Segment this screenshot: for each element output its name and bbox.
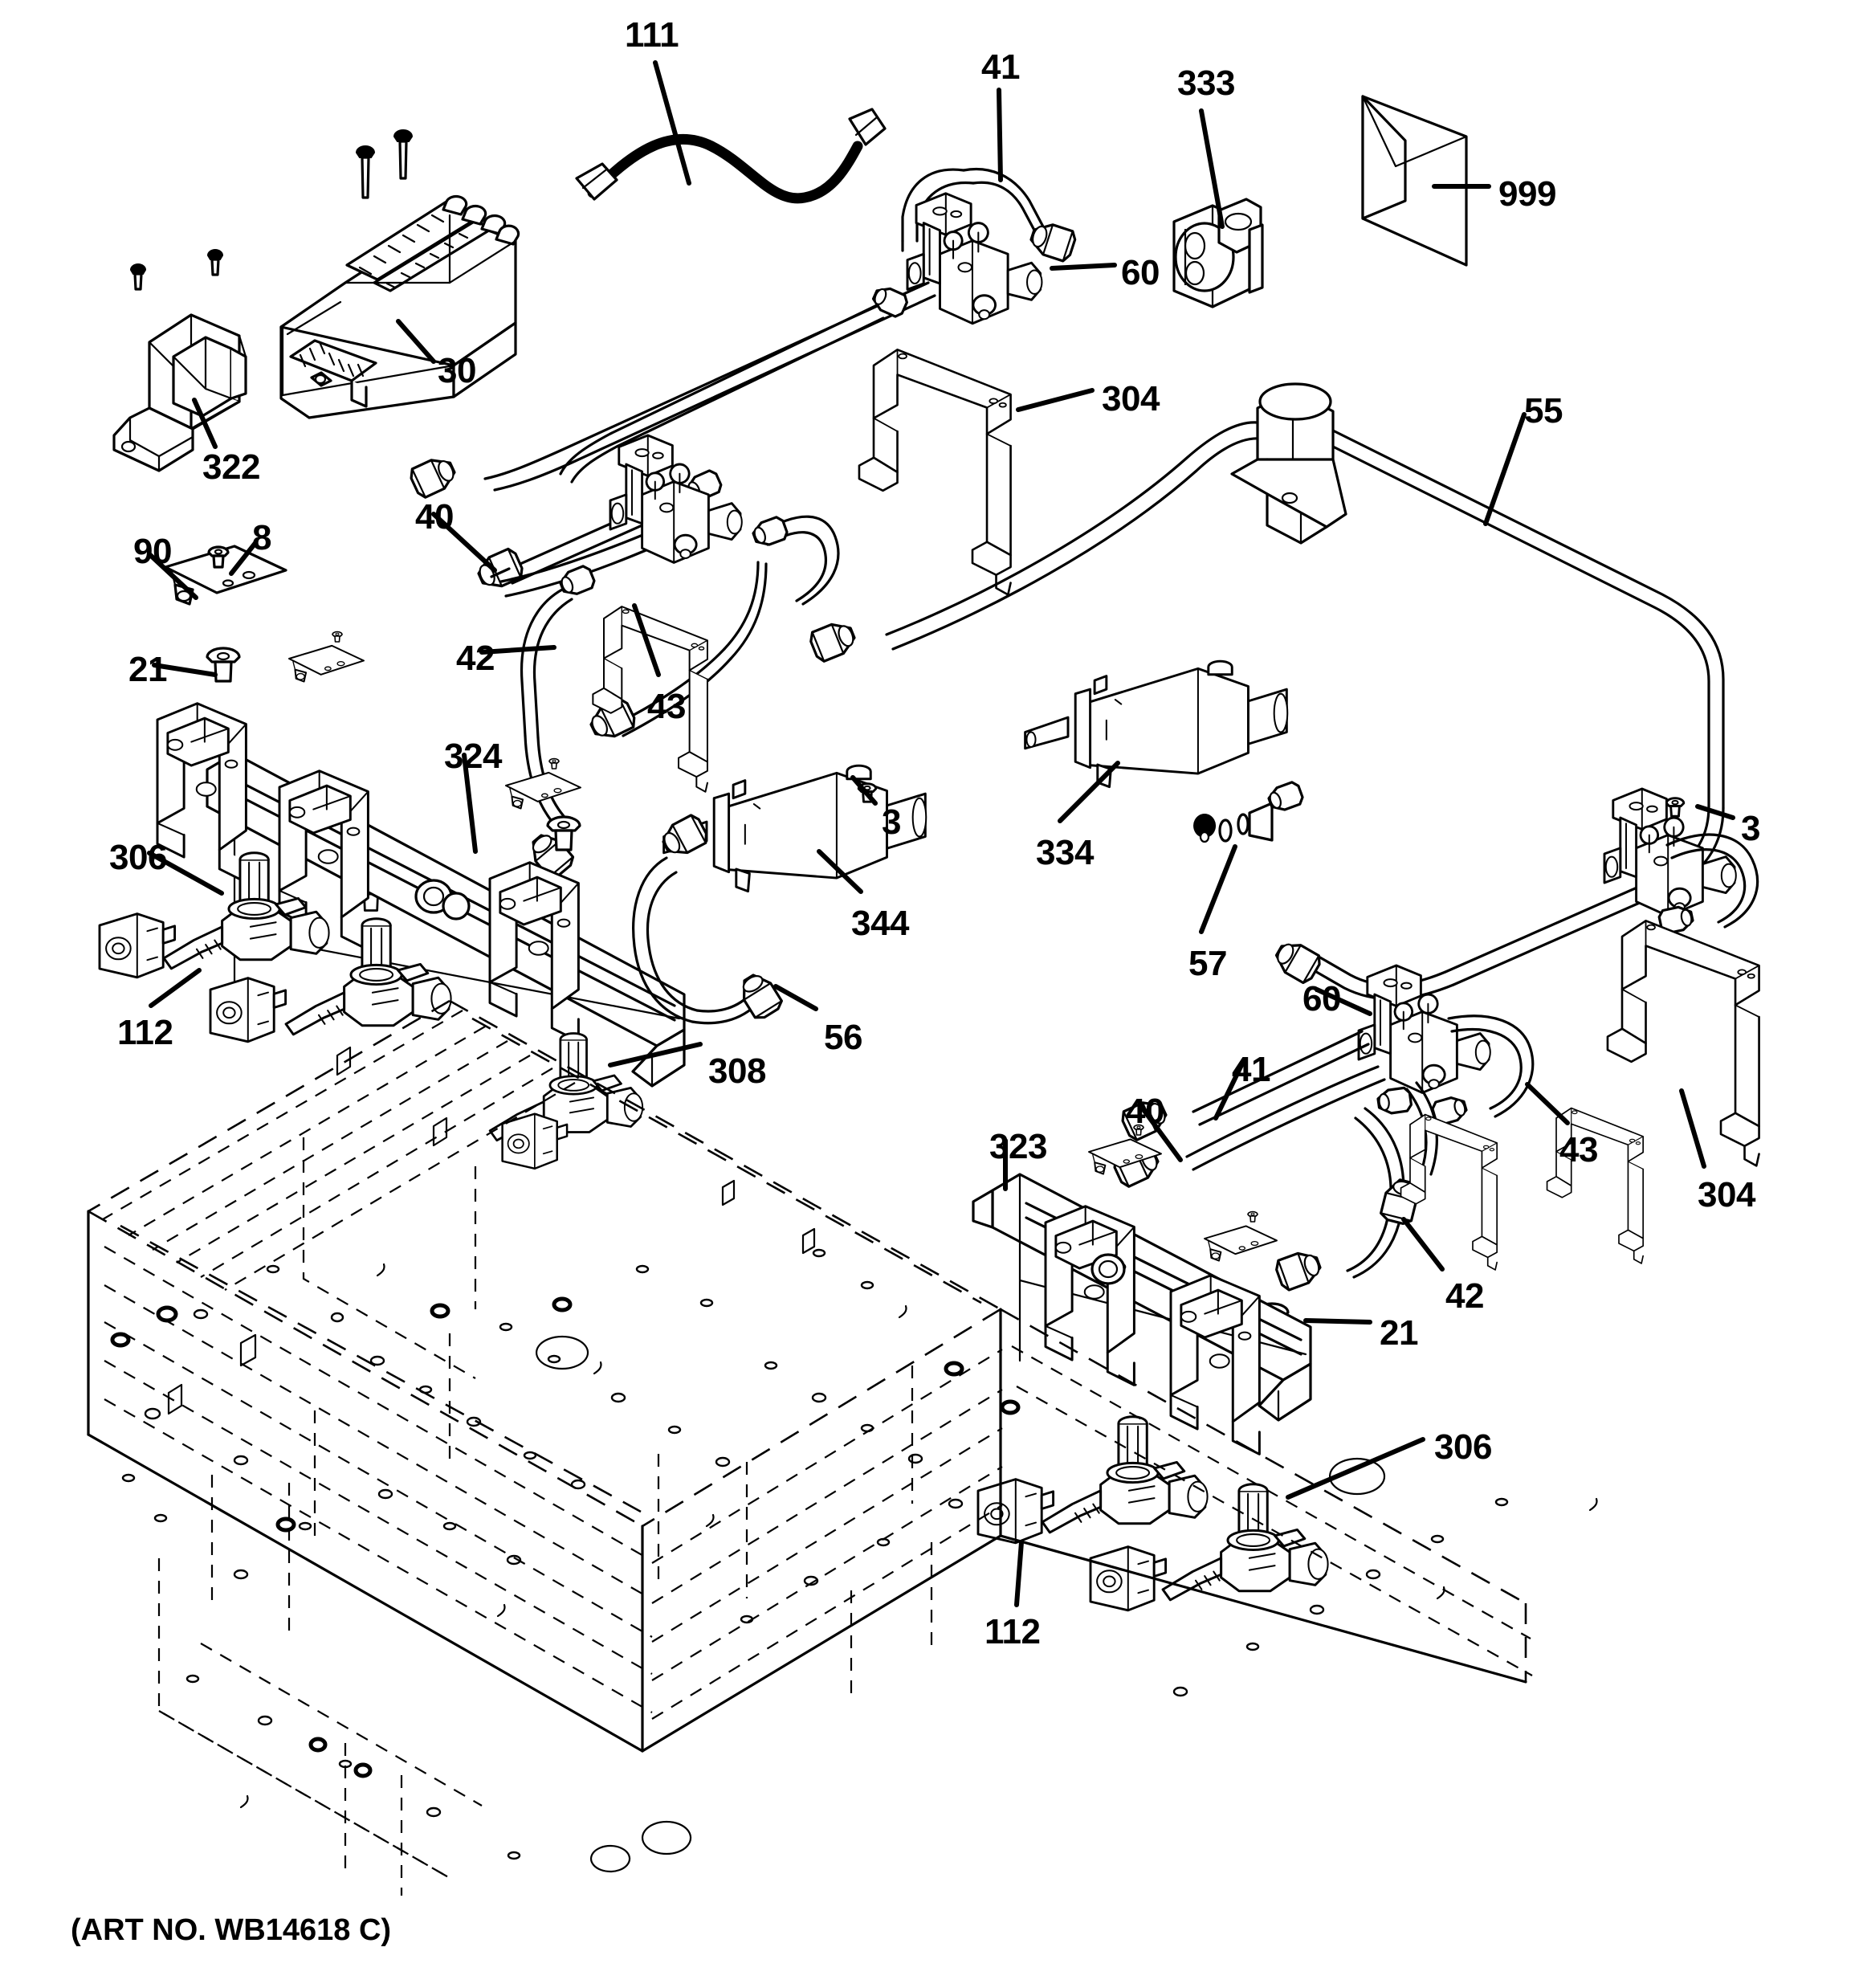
gas-tube-loop-right-upper xyxy=(1657,833,1759,936)
callout-306-a: 306 xyxy=(109,838,167,877)
callout-56: 56 xyxy=(824,1018,862,1057)
callout-322: 322 xyxy=(202,447,260,487)
flex-connector-57 xyxy=(1193,779,1307,843)
callout-333: 333 xyxy=(1177,63,1235,103)
callout-3-b: 3 xyxy=(1741,809,1760,848)
callout-41-b: 41 xyxy=(1232,1050,1270,1089)
callout-21-a: 21 xyxy=(128,650,167,689)
pressure-regulator-333 xyxy=(1172,198,1264,308)
callout-43-b: 43 xyxy=(1559,1130,1598,1170)
callout-304-b: 304 xyxy=(1698,1175,1755,1214)
callout-30: 30 xyxy=(438,351,476,390)
gas-tube-loop-left xyxy=(749,514,840,606)
callout-3-a: 3 xyxy=(882,802,901,842)
transformer-322 xyxy=(112,249,247,472)
callout-43-a: 43 xyxy=(647,687,686,726)
callout-57: 57 xyxy=(1188,944,1227,983)
callout-112-a: 112 xyxy=(117,1013,173,1052)
cooktop-phantom-outline xyxy=(87,999,1598,1896)
callout-111: 111 xyxy=(625,15,679,55)
callout-41-a: 41 xyxy=(981,47,1020,87)
callout-334: 334 xyxy=(1036,833,1094,872)
left-manifold-324 xyxy=(156,702,686,1088)
callout-344: 344 xyxy=(851,904,909,943)
gas-tube-40-right xyxy=(1110,1065,1386,1190)
gas-tube-41-left xyxy=(901,167,1079,264)
callout-21-b: 21 xyxy=(1380,1313,1418,1353)
callout-40-b: 40 xyxy=(1126,1092,1164,1131)
gas-tube-43-right xyxy=(1429,1014,1535,1128)
gas-hose-56 xyxy=(632,811,786,1025)
gas-tube-mid-left xyxy=(559,283,911,484)
callout-90: 90 xyxy=(133,532,172,571)
control-board-30 xyxy=(279,129,520,419)
callout-999: 999 xyxy=(1498,174,1556,214)
callout-304-a: 304 xyxy=(1102,379,1160,418)
igniter-switch-112-left-b xyxy=(209,977,287,1043)
right-manifold-323 xyxy=(972,1173,1312,1455)
installation-literature-999 xyxy=(1361,95,1468,267)
callout-8: 8 xyxy=(252,518,271,557)
gas-tube-43-left xyxy=(585,561,768,745)
callout-112-b: 112 xyxy=(984,1612,1041,1651)
callout-308: 308 xyxy=(708,1051,766,1091)
callout-323: 323 xyxy=(989,1127,1047,1166)
callout-60-a: 60 xyxy=(1121,253,1160,292)
wire-harness-111 xyxy=(575,108,887,204)
callout-60-b: 60 xyxy=(1302,979,1341,1018)
callout-42-a: 42 xyxy=(456,639,495,678)
igniter-switch-112-left-a xyxy=(98,912,177,979)
art-number-label: (ART NO. WB14618 C) xyxy=(71,1913,392,1947)
callout-40-a: 40 xyxy=(415,497,454,537)
callout-42-b: 42 xyxy=(1445,1276,1484,1316)
igniter-switch-112-right-a xyxy=(976,1478,1055,1545)
gas-tube-41-right xyxy=(1118,1030,1370,1144)
callout-55: 55 xyxy=(1524,391,1563,431)
callout-306-b: 306 xyxy=(1434,1427,1492,1467)
callout-324: 324 xyxy=(444,737,502,776)
leader-lines xyxy=(147,60,1735,1607)
